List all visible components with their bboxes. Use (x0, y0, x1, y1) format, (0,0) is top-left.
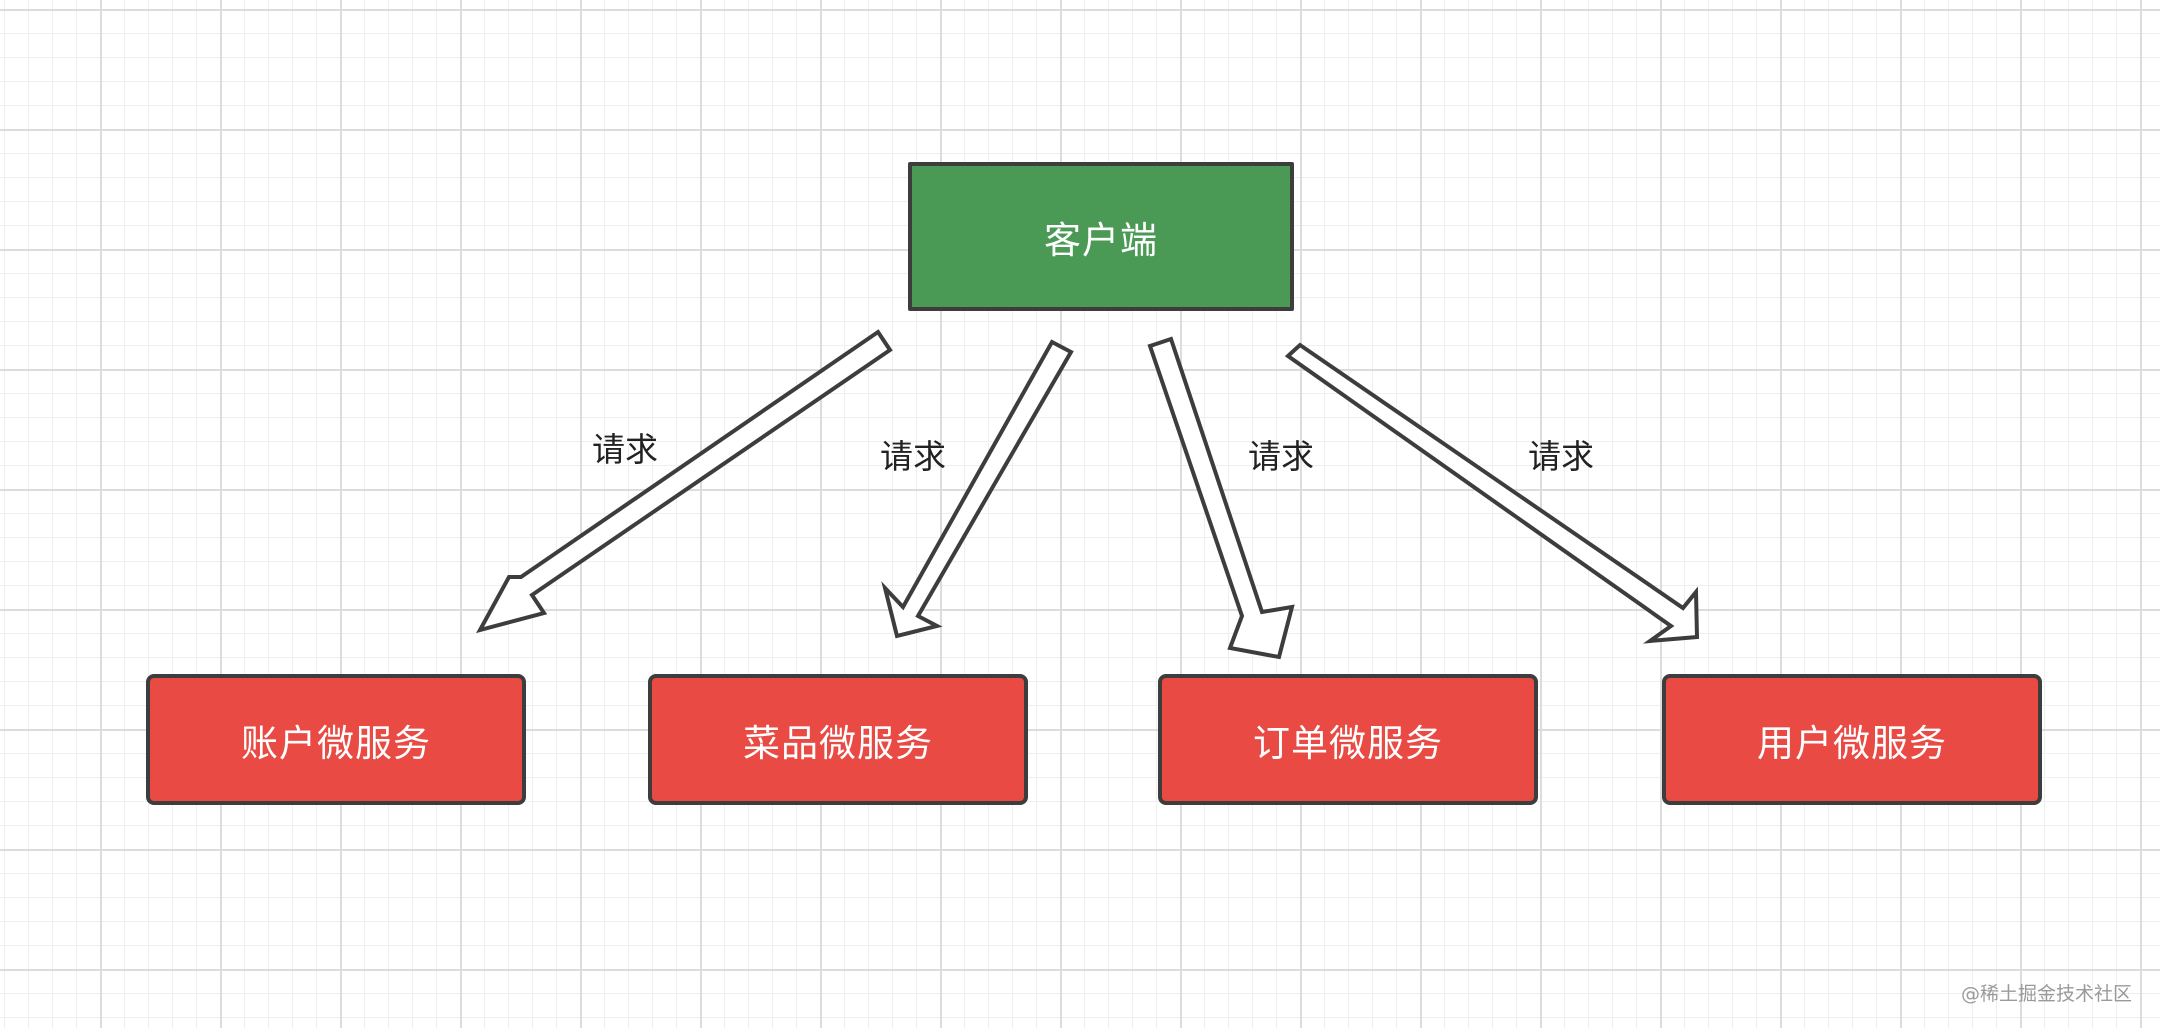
arrow-label-request: 请求 (592, 430, 658, 469)
arrow-label-request: 请求 (1248, 437, 1314, 476)
arrow-to-account[interactable] (476, 329, 893, 634)
service-node-label: 菜品微服务 (743, 721, 933, 765)
service-node-label: 账户微服务 (241, 721, 431, 765)
service-node-user[interactable]: 用户微服务 (1662, 674, 2042, 805)
service-node-label: 订单微服务 (1253, 721, 1443, 765)
arrow-to-dish[interactable] (881, 339, 1074, 639)
arrow-label-request: 请求 (1528, 437, 1594, 476)
client-node[interactable]: 客户端 (908, 162, 1294, 311)
watermark: @稀土掘金技术社区 (1960, 983, 2132, 1005)
service-node-label: 用户微服务 (1757, 721, 1947, 765)
service-node-dish[interactable]: 菜品微服务 (648, 674, 1028, 805)
arrow-label-request: 请求 (880, 437, 946, 476)
arrow-to-order[interactable] (1147, 336, 1295, 660)
client-node-label: 客户端 (1044, 218, 1158, 262)
service-node-order[interactable]: 订单微服务 (1158, 674, 1538, 805)
service-node-account[interactable]: 账户微服务 (146, 674, 526, 805)
arrow-to-user[interactable] (1284, 342, 1700, 644)
